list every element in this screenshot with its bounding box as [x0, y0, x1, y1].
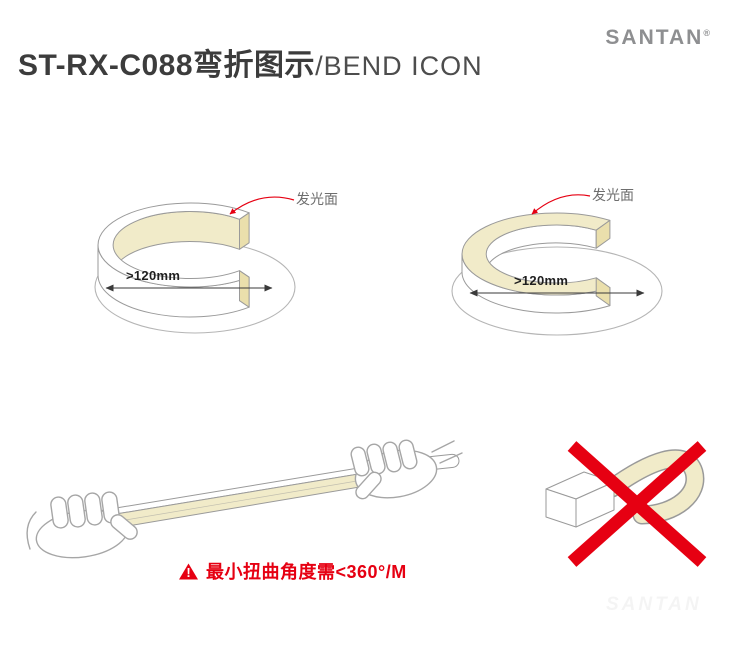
warning-exclamation: !: [186, 565, 190, 580]
circle-guide-right: [451, 246, 663, 336]
right-wrist-cuff: [439, 452, 463, 464]
diameter-label-left: >120mm: [126, 268, 181, 283]
registered-mark: ®: [703, 28, 710, 38]
right-thumb: [355, 471, 382, 500]
warning-icon: !: [179, 563, 198, 580]
diameter-label-right: >120mm: [514, 273, 569, 288]
bend-diagram-right: [451, 194, 663, 336]
brand-name: SANTAN: [605, 26, 704, 49]
strip-end-cap-left-top: [239, 212, 250, 250]
glow-surface-label-right: 发光面: [592, 187, 634, 203]
left-finger: [50, 496, 69, 529]
brand-logo: SANTAN®: [605, 26, 710, 50]
left-wrist-cuff: [26, 511, 37, 550]
forbidden-ribbon: [604, 450, 703, 523]
glow-surface-label-left: 发光面: [296, 191, 338, 207]
watermark: SANTAN: [606, 594, 702, 616]
prohibit-x-stroke: [567, 441, 707, 567]
right-wrist-cuff: [431, 440, 455, 453]
strip-block-side: [575, 481, 615, 528]
page-title: ST-RX-C088弯折图示/BEND ICON: [18, 40, 483, 84]
left-finger: [67, 494, 86, 528]
page-title-cn: ST-RX-C088弯折图示: [18, 49, 316, 82]
strip-end-cap-left-bottom: [239, 270, 250, 308]
left-finger: [84, 492, 103, 526]
right-finger: [382, 441, 402, 473]
bend-diagram-left: [94, 196, 296, 334]
right-hand: [350, 439, 463, 500]
warning-text: 最小扭曲角度需<360°/M: [206, 562, 407, 582]
twist-warning: ! 最小扭曲角度需<360°/M: [178, 558, 407, 584]
forbidden-illustration: [545, 441, 707, 567]
twist-illustration: [26, 439, 463, 559]
right-finger: [350, 446, 370, 477]
strip-end-cap-right-top: [595, 219, 611, 249]
right-finger: [366, 443, 386, 475]
left-thumb: [110, 514, 138, 540]
warning-triangle: [179, 563, 198, 579]
leader-line-right: [531, 194, 591, 215]
right-finger: [398, 439, 418, 470]
page-title-en: /BEND ICON: [315, 51, 483, 81]
leader-line-left: [229, 196, 295, 215]
left-hand: [26, 491, 138, 559]
